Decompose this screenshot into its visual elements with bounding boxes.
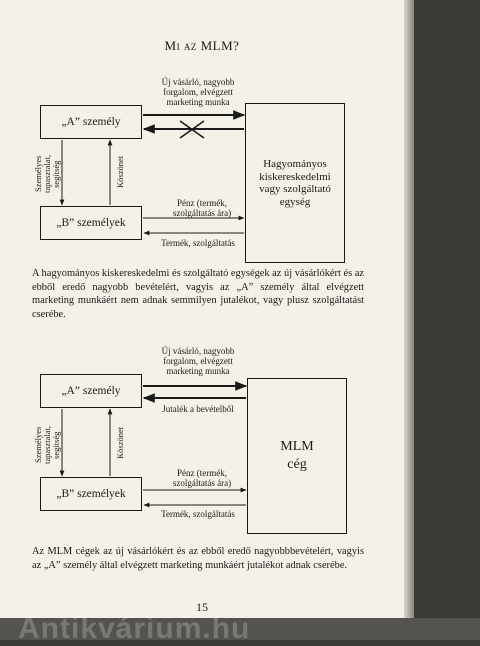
diagram2-money-label: Pénz (termék, szolgáltatás ára) xyxy=(172,468,232,488)
diagram2-mlm-company-box: MLM cég xyxy=(247,378,347,534)
diagram2-product-label: Termék, szolgáltatás xyxy=(161,509,235,519)
diagram1-b-persons-label: „B” személyek xyxy=(56,217,126,229)
diagram2-a-person-label: „A” személy xyxy=(61,385,121,397)
diagram2-commission-label: Jutalék a bevételből xyxy=(162,404,234,414)
diagram2-company-line2: cég xyxy=(287,457,307,472)
diagram2-company-line1: MLM xyxy=(280,439,314,454)
diagram-arrows xyxy=(59,110,248,508)
diagram1-product-label: Termék, szolgáltatás xyxy=(161,238,235,248)
diagram1-a-person-box: „A” személy xyxy=(40,105,142,139)
diagram1-traditional-unit-box: Hagyományos kiskereskedelmi vagy szolgál… xyxy=(245,103,345,263)
diagram1-money-label: Pénz (termék, szolgáltatás ára) xyxy=(172,198,232,218)
diagram1-a-person-label: „A” személy xyxy=(61,116,121,128)
page-title: Mi az MLM? xyxy=(164,38,240,53)
book-page xyxy=(0,0,404,624)
page-number: 15 xyxy=(196,600,208,614)
diagram1-top-label: Új vásárló, nagyobb forgalom, elvégzett … xyxy=(161,77,235,107)
diagram1-b-persons-box: „B” személyek xyxy=(40,206,142,240)
paragraph-2: Az MLM cégek az új vásárlókért és az ebb… xyxy=(32,546,364,571)
diagram2-b-persons-label: „B” személyek xyxy=(56,488,126,500)
bottom-strip xyxy=(0,618,480,640)
paragraph-1: A hagyományos kiskereskedelmi és szolgál… xyxy=(32,268,364,320)
page-edge xyxy=(404,0,414,630)
diagram2-a-person-box: „A” személy xyxy=(40,374,142,408)
diagram1-cross-b xyxy=(179,120,205,139)
diagram2-b-persons-box: „B” személyek xyxy=(40,477,142,511)
diagram2-top-label: Új vásárló, nagyobb forgalom, elvégzett … xyxy=(161,346,235,376)
diagram1-traditional-unit-label: Hagyományos kiskereskedelmi vagy szolgál… xyxy=(259,158,331,208)
